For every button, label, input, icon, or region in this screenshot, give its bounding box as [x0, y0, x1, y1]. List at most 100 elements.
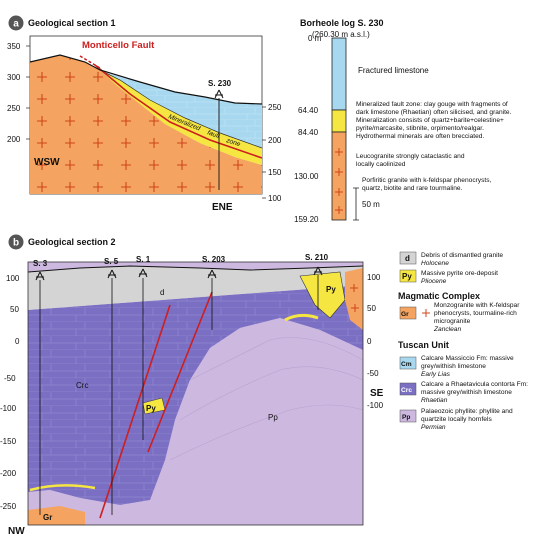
right-tick: 100: [367, 273, 381, 282]
legend-swatch-crc: [399, 382, 417, 396]
legend-code-d: d: [405, 254, 410, 263]
desc-line: quartz, biotite and rare tourmaline.: [362, 185, 463, 192]
section-a: a Geological section 1 350 300 250 200: [7, 15, 282, 213]
desc-line: Leucogranite strongly cataclastic and: [356, 153, 465, 160]
depth-64: 64.40: [298, 106, 319, 115]
cross-icon: [422, 309, 430, 317]
legend-text-crc: massive grey/withish limestone: [421, 389, 512, 396]
desc-mineralized: Mineralized fault zone: clay gouge with …: [356, 101, 512, 140]
well-label: S. 3: [33, 259, 48, 268]
section-a-right-axis: 250 200 150 100: [262, 103, 282, 203]
depth-84: 84.40: [298, 128, 319, 137]
legend-tuscan-title: Tuscan Unit: [398, 340, 449, 350]
right-tick: -100: [367, 401, 384, 410]
derrick-icon: [35, 271, 45, 281]
legend-text-gr: microgranite: [434, 318, 471, 325]
legend-age-pp: Permian: [421, 424, 446, 431]
well-label: S. 5: [104, 257, 119, 266]
right-tick: -50: [367, 369, 379, 378]
derrick-icon: [207, 269, 217, 279]
section-a-right-direction: ENE: [212, 202, 233, 213]
section-b: b Geological section 2: [0, 234, 384, 537]
right-tick: 200: [268, 136, 282, 145]
left-tick: 50: [10, 305, 19, 314]
legend-age-cm: Early Lias: [421, 371, 451, 378]
log-fractured-limestone: [331, 37, 347, 111]
right-tick: 50: [367, 304, 376, 313]
legend-text-pp: quartzite locally hornfels: [421, 416, 492, 423]
derrick-icon: [107, 269, 117, 279]
topography-b: [28, 265, 363, 273]
legend-age-crc: Rhaetian: [421, 397, 448, 404]
topography-a: [29, 54, 263, 105]
monticello-fault-line: [94, 64, 263, 159]
well-label: S. 1: [136, 255, 151, 264]
legend-swatch-gr: [399, 306, 417, 320]
section-a-badge: [8, 15, 24, 31]
granite-crosses: [30, 55, 262, 194]
desc-line: Mineralization consists of quartz+barite…: [356, 117, 504, 124]
left-tick: 350: [7, 42, 21, 51]
granite-right: [345, 268, 363, 330]
legend-text-gr: phenocrysts, tourmaline-rich: [434, 310, 517, 317]
desc-line: pyrite/marcasite, stibnite, orpimento/re…: [356, 125, 484, 132]
zone-label-3: zone: [224, 137, 241, 148]
section-a-badge-letter: a: [13, 19, 19, 30]
right-tick: 100: [268, 194, 282, 203]
log-subtitle: (260.30 m a.s.l.): [312, 30, 370, 39]
phyllite-dome: [165, 318, 363, 525]
desc-fractured: Fractured limestone: [358, 66, 429, 75]
fault-extension: [79, 55, 101, 69]
section-b-frame: [27, 261, 364, 526]
left-tick: -150: [0, 437, 17, 446]
desc-porfiritic: Porfiritic granite with k-feldspar pheno…: [362, 177, 492, 192]
fault-label: Monticello Fault: [82, 40, 155, 51]
legend-code-py: Py: [402, 272, 412, 281]
well-label: S. 230: [208, 79, 232, 88]
pyrite-lens-top: [284, 313, 319, 322]
legend-swatch-d: [399, 251, 417, 265]
scale-label: 50 m: [362, 200, 380, 209]
borehole-log: Borheole log S. 230 (260.30 m a.s.l.) 0 …: [294, 18, 512, 224]
left-tick: 0: [15, 337, 20, 346]
granite-lower-left: [28, 506, 85, 525]
left-tick: 200: [7, 135, 21, 144]
section-b-left-direction: NW: [8, 526, 25, 537]
section-b-right-axis: 100 50 0 -50 -100: [367, 273, 384, 410]
legend-swatch-py: [399, 269, 417, 283]
desc-leucogranite: Leucogranite strongly cataclastic and lo…: [356, 153, 465, 168]
section-b-title: Geological section 2: [28, 237, 116, 247]
depth-0: 0 m: [308, 34, 322, 43]
depth-159: 159.20: [294, 215, 319, 224]
section-a-left-axis: 350 300 250 200: [7, 42, 30, 144]
legend-code-crc: Crc: [401, 387, 412, 394]
legend-code-cm: Cm: [401, 361, 412, 368]
unit-label-py: Py: [326, 285, 336, 294]
fault-2: [147, 291, 213, 453]
legend-swatch-cm: [399, 356, 417, 370]
scale-bar: [353, 187, 359, 221]
derrick-icon: [313, 266, 323, 276]
desc-line: locally caolinized: [356, 161, 406, 168]
desc-line: Porfiritic granite with k-feldspar pheno…: [362, 177, 492, 184]
legend-text-pp: Palaeozoic phyllite: phyllite and: [421, 408, 513, 415]
left-tick: -200: [0, 469, 17, 478]
legend-swatch-pp: [399, 409, 417, 423]
right-tick: 150: [268, 168, 282, 177]
legend-magmatic-title: Magmatic Complex: [398, 291, 480, 301]
legend: d Debris of dismantled granite Holocene …: [398, 251, 528, 431]
legend-age-d: Holocene: [421, 260, 449, 267]
section-b-left-axis: 100 50 0 -50 -100 -150 -200 -250: [0, 274, 20, 511]
left-tick: -50: [4, 374, 16, 383]
unit-label-crc: Crc: [76, 381, 88, 390]
legend-age-py: Pliocene: [421, 278, 447, 285]
left-tick: -250: [0, 502, 17, 511]
section-b-right-direction: SE: [370, 388, 384, 399]
massive-pyrite-body: [299, 271, 346, 319]
unit-label-gr: Gr: [43, 513, 52, 522]
legend-code-gr: Gr: [401, 311, 409, 318]
desc-line: dark limestone (Rhaetian) often silicise…: [356, 109, 512, 116]
log-mineralized-zone: [331, 109, 347, 133]
left-tick: 300: [7, 73, 21, 82]
